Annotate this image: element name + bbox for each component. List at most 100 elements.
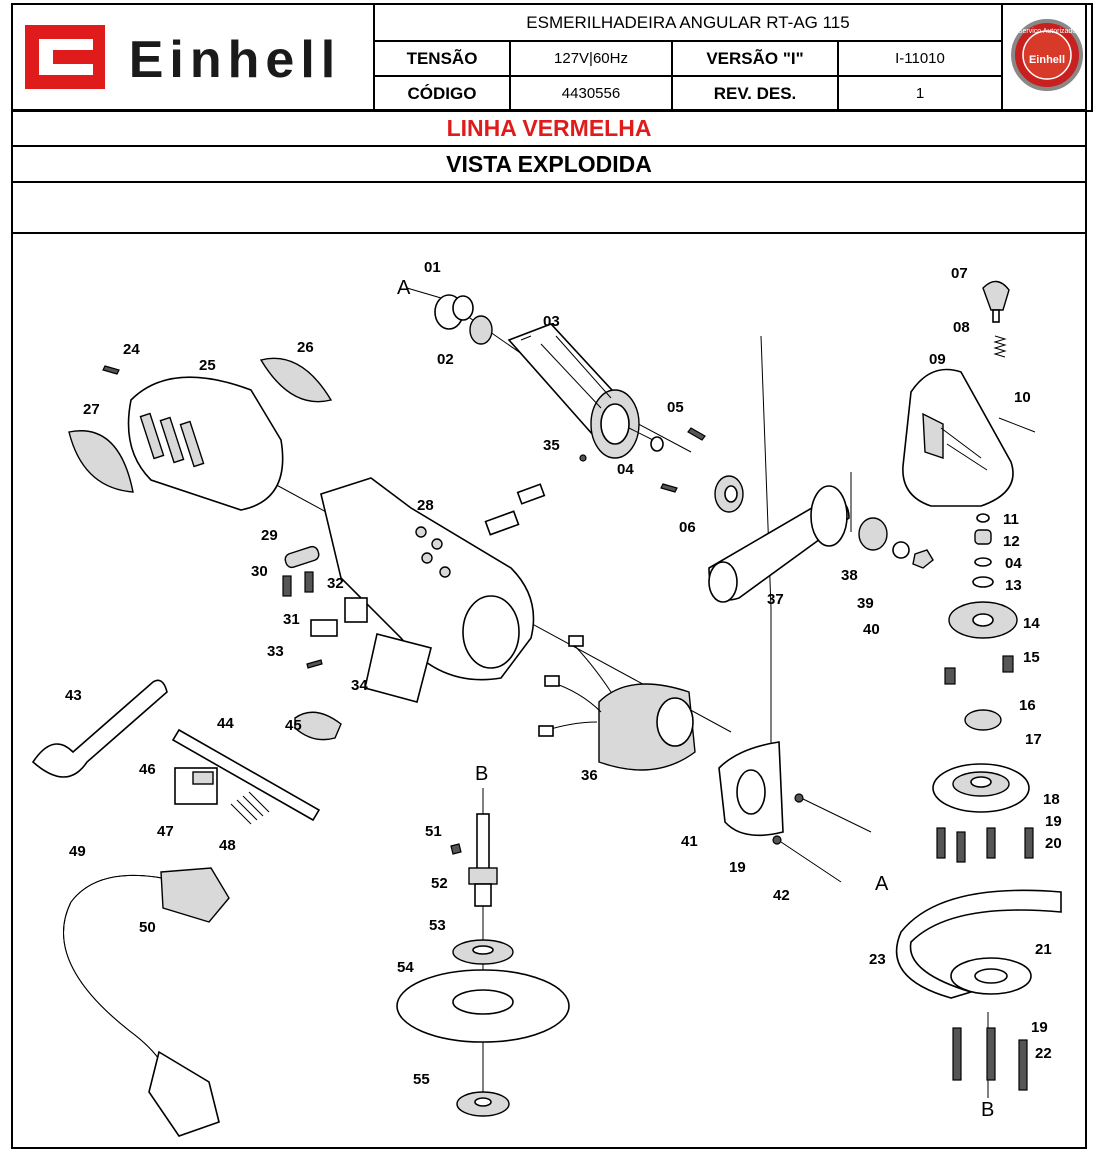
callout-06: 06 xyxy=(679,519,696,536)
part-01-inner xyxy=(452,295,474,321)
part-54-center xyxy=(452,989,514,1015)
tensao-value: 127V|60Hz xyxy=(509,40,673,77)
callout-01: 01 xyxy=(424,259,441,276)
part-42-long-screw-2 xyxy=(780,841,842,883)
part-14-hub xyxy=(972,613,994,627)
callout-27: 27 xyxy=(83,401,100,418)
part-15-screw-right xyxy=(1002,655,1014,673)
callout-11: 11 xyxy=(1003,511,1019,528)
part-13-ring xyxy=(972,576,994,588)
part-07-lock-button xyxy=(982,280,1010,311)
callout-08: 08 xyxy=(953,319,970,336)
callout-55: 55 xyxy=(413,1071,430,1088)
callout-14: 14 xyxy=(1023,615,1040,632)
callout-30: 30 xyxy=(251,563,268,580)
part-41-hole xyxy=(736,769,766,815)
rev-value: 1 xyxy=(837,75,1003,112)
callout-29: 29 xyxy=(261,527,278,544)
part-23-wheel-guard xyxy=(895,889,1062,999)
callout-42: 42 xyxy=(773,887,790,904)
callout-19-c: 19 xyxy=(1031,1019,1048,1036)
callout-52: 52 xyxy=(431,875,448,892)
part-09-gear-head xyxy=(902,368,1014,507)
part-53-hole xyxy=(472,945,494,955)
carbon-brush-holders xyxy=(484,483,546,536)
callout-44: 44 xyxy=(217,715,234,732)
axis-label-b-bottom: B xyxy=(981,1099,994,1121)
part-45-switch-button xyxy=(294,711,342,741)
part-15-screw-left xyxy=(944,667,956,685)
title-block: Einhell ESMERILHADEIRA ANGULAR RT-AG 115… xyxy=(11,2,1093,112)
power-plug xyxy=(148,1050,220,1137)
part-22-screws xyxy=(952,1027,1028,1091)
rev-label: REV. DES. xyxy=(671,75,839,112)
callout-36: 36 xyxy=(581,767,598,784)
part-21-hole xyxy=(974,968,1008,984)
callout-48: 48 xyxy=(219,837,236,854)
callout-22: 22 xyxy=(1035,1045,1052,1062)
callout-26: 26 xyxy=(297,339,314,356)
callout-04-b: 04 xyxy=(1005,555,1022,572)
part-17-bearing-flange xyxy=(932,763,1030,813)
part-35-pin xyxy=(579,454,587,462)
part-47-switch-contact xyxy=(192,771,214,785)
versao-label: VERSÃO "I" xyxy=(671,40,839,77)
view-type-band: VISTA EXPLODIDA xyxy=(11,145,1087,183)
part-26-vent-grille xyxy=(259,357,333,403)
callout-19-b: 19 xyxy=(729,859,746,876)
part-04-lower-ring xyxy=(974,557,992,567)
callout-47: 47 xyxy=(157,823,174,840)
part-37-side-handle xyxy=(708,485,850,603)
product-line-band: LINHA VERMELHA xyxy=(11,109,1087,147)
part-07-stem xyxy=(992,309,1000,323)
callout-09: 09 xyxy=(929,351,946,368)
part-03-armature xyxy=(507,323,662,459)
part-50-cord-protector xyxy=(160,867,230,923)
part-06-screw xyxy=(660,483,678,493)
callout-18: 18 xyxy=(1043,791,1060,808)
part-31-switch-part xyxy=(310,619,338,637)
part-55-hole xyxy=(474,1097,492,1107)
part-51-key xyxy=(450,843,462,855)
callout-32: 32 xyxy=(327,575,344,592)
callout-43: 43 xyxy=(65,687,82,704)
codigo-value: 4430556 xyxy=(509,75,673,112)
callout-53: 53 xyxy=(429,917,446,934)
callout-04: 04 xyxy=(617,461,634,478)
part-25-rear-housing xyxy=(127,376,284,511)
callout-12: 12 xyxy=(1003,533,1020,550)
part-39-washer xyxy=(892,541,910,559)
callout-46: 46 xyxy=(139,761,156,778)
part-36-stator xyxy=(538,635,696,771)
callout-10: 10 xyxy=(1014,389,1031,406)
product-title: ESMERILHADEIRA ANGULAR RT-AG 115 xyxy=(373,2,1003,43)
callout-25: 25 xyxy=(199,357,216,374)
part-11-ring xyxy=(976,513,990,523)
axis-label-b-top: B xyxy=(475,763,488,785)
callout-49: 49 xyxy=(69,843,86,860)
callout-07: 07 xyxy=(951,265,968,282)
part-29-cable-clamp xyxy=(284,545,320,569)
blank-band xyxy=(11,181,1087,234)
part-06-inner xyxy=(724,485,738,503)
axis-label-a-bottom: A xyxy=(875,873,889,895)
callout-38: 38 xyxy=(841,567,858,584)
callout-33: 33 xyxy=(267,643,284,660)
part-38-bevel-pinion xyxy=(858,517,888,551)
callout-28: 28 xyxy=(417,497,434,514)
callout-41: 41 xyxy=(681,833,698,850)
part-28-motor-housing xyxy=(320,477,535,681)
part-32-switch-part xyxy=(344,597,368,623)
part-08-spring xyxy=(993,335,1007,358)
part-40-nut xyxy=(912,549,934,569)
part-42-long-screw xyxy=(800,797,872,833)
part-30-screw-2 xyxy=(304,571,314,593)
part-18-20-screws xyxy=(936,827,1034,863)
part-12-pinion xyxy=(974,529,992,545)
callout-03: 03 xyxy=(543,313,560,330)
svg-text:Serviço Autorizado: Serviço Autorizado xyxy=(1018,28,1076,35)
callout-23: 23 xyxy=(869,951,886,968)
callout-19: 19 xyxy=(1045,813,1062,830)
part-19-washer-b xyxy=(772,835,782,845)
exploded-view-diagram: A A B B 01 02 03 04 05 06 07 08 09 10 11… xyxy=(31,259,1062,1137)
